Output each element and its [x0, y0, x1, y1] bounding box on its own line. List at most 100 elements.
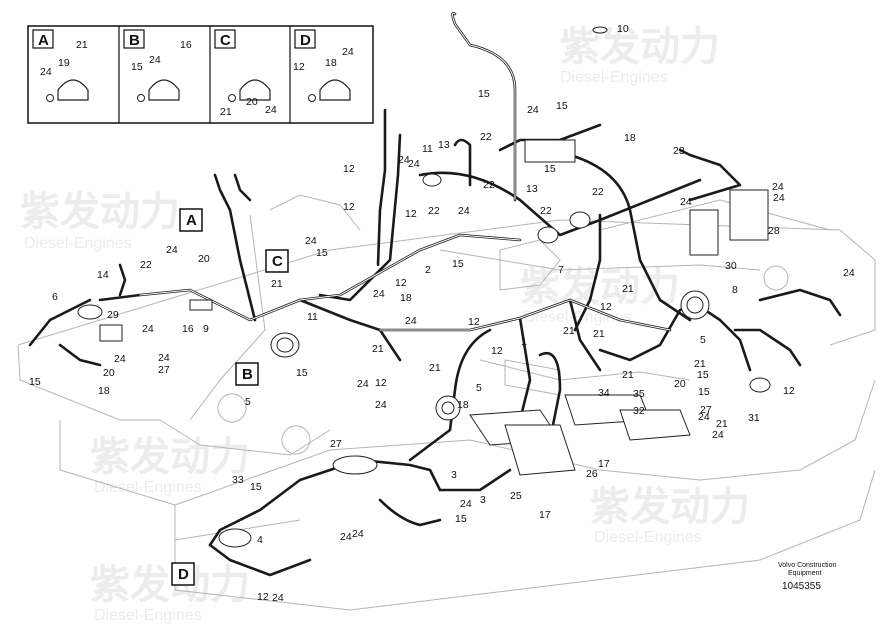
part-number: 1045355: [782, 581, 821, 592]
loom-32: [619, 409, 691, 441]
callout-number: 21: [429, 362, 441, 374]
callout-number: 24: [373, 288, 385, 300]
callout-number: 24: [305, 235, 317, 247]
legend-letter-box: [294, 29, 316, 49]
grommet-5a-inner: [276, 337, 294, 353]
callout-number: 22: [592, 186, 604, 198]
callout-number: 24: [357, 378, 369, 390]
callout-number: 24: [166, 244, 178, 256]
view-label-box: [179, 208, 203, 232]
watermark-cn: 紫发动力: [560, 25, 720, 69]
callout-number: 12: [600, 301, 612, 313]
callout-number: 33: [232, 474, 244, 486]
legend-letter-a: A: [38, 32, 49, 49]
callout-number: 15: [455, 513, 467, 525]
callout-number: 12: [375, 377, 387, 389]
grommet-11: [422, 173, 442, 187]
callout-number: 12: [257, 591, 269, 603]
callout-number: 3: [451, 469, 457, 481]
callout-number: 15: [296, 367, 308, 379]
callout-number: 24: [460, 498, 472, 510]
callout-number: 22: [540, 205, 552, 217]
view-label-d: D: [178, 566, 189, 583]
callout-number: 18: [457, 399, 469, 411]
watermark-en: Diesel-Engines: [560, 69, 668, 86]
callout-number: 31: [748, 412, 760, 424]
legend-callout: 24: [342, 46, 354, 58]
callout-number: 24: [773, 192, 785, 204]
callout-number: 24: [843, 267, 855, 279]
plate-30: [689, 209, 719, 256]
legend-callout: 21: [76, 39, 88, 51]
legend-callout: 24: [265, 104, 277, 116]
callout-number: 24: [142, 323, 154, 335]
callout-number: 24: [772, 181, 784, 193]
callout-number: 12: [395, 277, 407, 289]
callout-number: 12: [468, 316, 480, 328]
screw-sketch: [137, 94, 145, 102]
callout-number: 11: [422, 143, 433, 155]
legend-letter-c: C: [220, 32, 231, 49]
callout-number: 13: [526, 183, 538, 195]
callout-number: 2: [425, 264, 431, 276]
grommet-6: [77, 304, 103, 320]
grommet-31: [749, 377, 771, 393]
grommet-7: [537, 226, 559, 244]
callout-number: 21: [694, 358, 706, 370]
callout-number: 14: [97, 269, 109, 281]
callout-number: 20: [103, 367, 115, 379]
callout-number: 27: [158, 364, 170, 376]
callout-number: 24: [352, 528, 364, 540]
callout-number: 20: [198, 253, 210, 265]
callout-number: 12: [343, 163, 355, 175]
callout-number: 24: [340, 531, 352, 543]
callout-number: 35: [633, 388, 645, 400]
screw-sketch: [308, 94, 316, 102]
clip-sketch: [239, 79, 271, 101]
callout-number: 9: [203, 323, 209, 335]
legend-letter-b: B: [129, 32, 140, 49]
part-10: [592, 26, 608, 34]
callout-number: 27: [700, 404, 712, 416]
callout-number: 17: [539, 509, 551, 521]
callout-number: 24: [680, 196, 692, 208]
watermark-layer: 紫发动力 Diesel-Engines 紫发动力 Diesel-Engines …: [20, 25, 750, 624]
callout-number: 12: [783, 385, 795, 397]
watermark-cn: 紫发动力: [20, 190, 180, 234]
callout-number: 18: [98, 385, 110, 397]
view-label-box: [265, 249, 289, 273]
callout-number: 26: [586, 468, 598, 480]
callout-number: 24: [114, 353, 126, 365]
loom-33: [504, 424, 576, 476]
clip-9: [189, 299, 213, 311]
company-name-line2: Equipment: [788, 570, 822, 577]
view-label-a: A: [186, 212, 197, 229]
callout-number: 21: [372, 343, 384, 355]
callout-number: 6: [52, 291, 58, 303]
watermark-cn: 紫发动力: [590, 485, 750, 529]
callout-number: 4: [257, 534, 263, 546]
legend-callout: 18: [325, 57, 337, 69]
callout-number: 21: [271, 278, 283, 290]
callout-number: 15: [698, 386, 710, 398]
callout-number: 15: [452, 258, 464, 270]
callout-number: 12: [491, 345, 503, 357]
callout-number: 21: [563, 325, 575, 337]
callout-number: 24: [375, 399, 387, 411]
callout-number: 22: [480, 131, 492, 143]
callout-number: 24: [408, 158, 420, 170]
callout-number: 10: [617, 23, 629, 35]
callout-number: 13: [438, 139, 450, 151]
watermark-en: Diesel-Engines: [94, 479, 202, 496]
callout-number: 15: [544, 163, 556, 175]
callout-number: 34: [598, 387, 610, 399]
callout-number: 15: [316, 247, 328, 259]
callout-number: 29: [107, 309, 119, 321]
callout-number: 24: [458, 205, 470, 217]
callout-number: 11: [307, 311, 318, 323]
callout-number: 21: [622, 369, 634, 381]
